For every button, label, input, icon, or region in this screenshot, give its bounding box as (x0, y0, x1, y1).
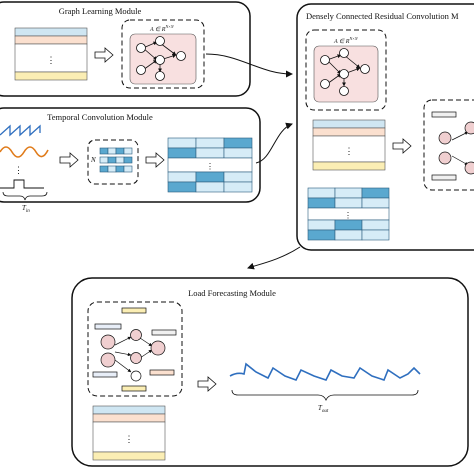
dense-residual-title: Densely Connected Residual Convolution M (306, 11, 459, 21)
adjacency-matrix-label: A ∈ RN×N (333, 36, 358, 45)
dashed-adjacency-frame (121, 19, 205, 89)
step-series-icon (0, 179, 44, 189)
conv-kernel-grid (99, 147, 133, 173)
hollow-arrow-icon (145, 152, 165, 168)
dense-residual-module: Densely Connected Residual Convolution M… (296, 3, 474, 251)
graph-feature-matrix: ⋮ (14, 27, 88, 81)
dashed-conv-kernel-frame (87, 139, 139, 185)
hollow-arrow-icon (197, 376, 217, 392)
hollow-arrow-icon (94, 47, 114, 63)
forecast-graph-icon (92, 307, 177, 392)
graph-network-icon (136, 36, 186, 81)
ellipsis-label: ⋮ (125, 434, 134, 444)
graph-network-icon (320, 48, 370, 96)
load-forecasting-title: Load Forecasting Module (188, 288, 276, 298)
ellipsis-label: ⋮ (14, 165, 23, 175)
graph-learning-title: Graph Learning Module (59, 6, 142, 16)
orange-load-series-icon (0, 146, 49, 158)
ellipsis-label: ⋮ (206, 162, 214, 171)
blue-load-series-icon (0, 124, 41, 137)
dashed-forecast-graph-frame (87, 301, 183, 397)
t-out-label: Tout (318, 404, 329, 414)
t-in-label: Tin (22, 204, 30, 214)
dense-to-forecast-connector (247, 246, 301, 270)
temporal-feature-table (167, 137, 253, 193)
temporal-convolution-title: Temporal Convolution Module (47, 112, 153, 122)
hollow-arrow-icon (59, 152, 79, 168)
t-in-brace-icon (2, 191, 48, 201)
output-graph-icon (431, 111, 474, 181)
load-forecasting-module: Load Forecasting Module ⋮ (71, 277, 469, 467)
dense-temporal-table (307, 187, 390, 241)
dashed-adjacency-frame (305, 29, 387, 111)
forecast-load-series-icon (229, 362, 421, 381)
t-out-brace-icon (231, 389, 419, 402)
temporal-to-dense-connector (255, 122, 293, 164)
hollow-arrow-icon (392, 138, 412, 154)
temporal-convolution-module: Temporal Convolution Module ⋮ Tin N ⋮ (0, 107, 261, 214)
graph-to-dense-connector (205, 53, 293, 78)
n-label: N (90, 156, 96, 164)
graph-learning-module: Graph Learning Module ⋮ A ∈ RN×N (0, 1, 251, 97)
ellipsis-label: ⋮ (47, 55, 56, 65)
forecast-feature-matrix: ⋮ (92, 405, 166, 461)
ellipsis-label: ⋮ (344, 211, 352, 220)
ellipsis-label: ⋮ (345, 146, 354, 156)
dense-feature-matrix: ⋮ (312, 119, 386, 171)
adjacency-matrix-label: A ∈ RN×N (149, 24, 174, 33)
dashed-output-graph-frame (423, 99, 474, 191)
